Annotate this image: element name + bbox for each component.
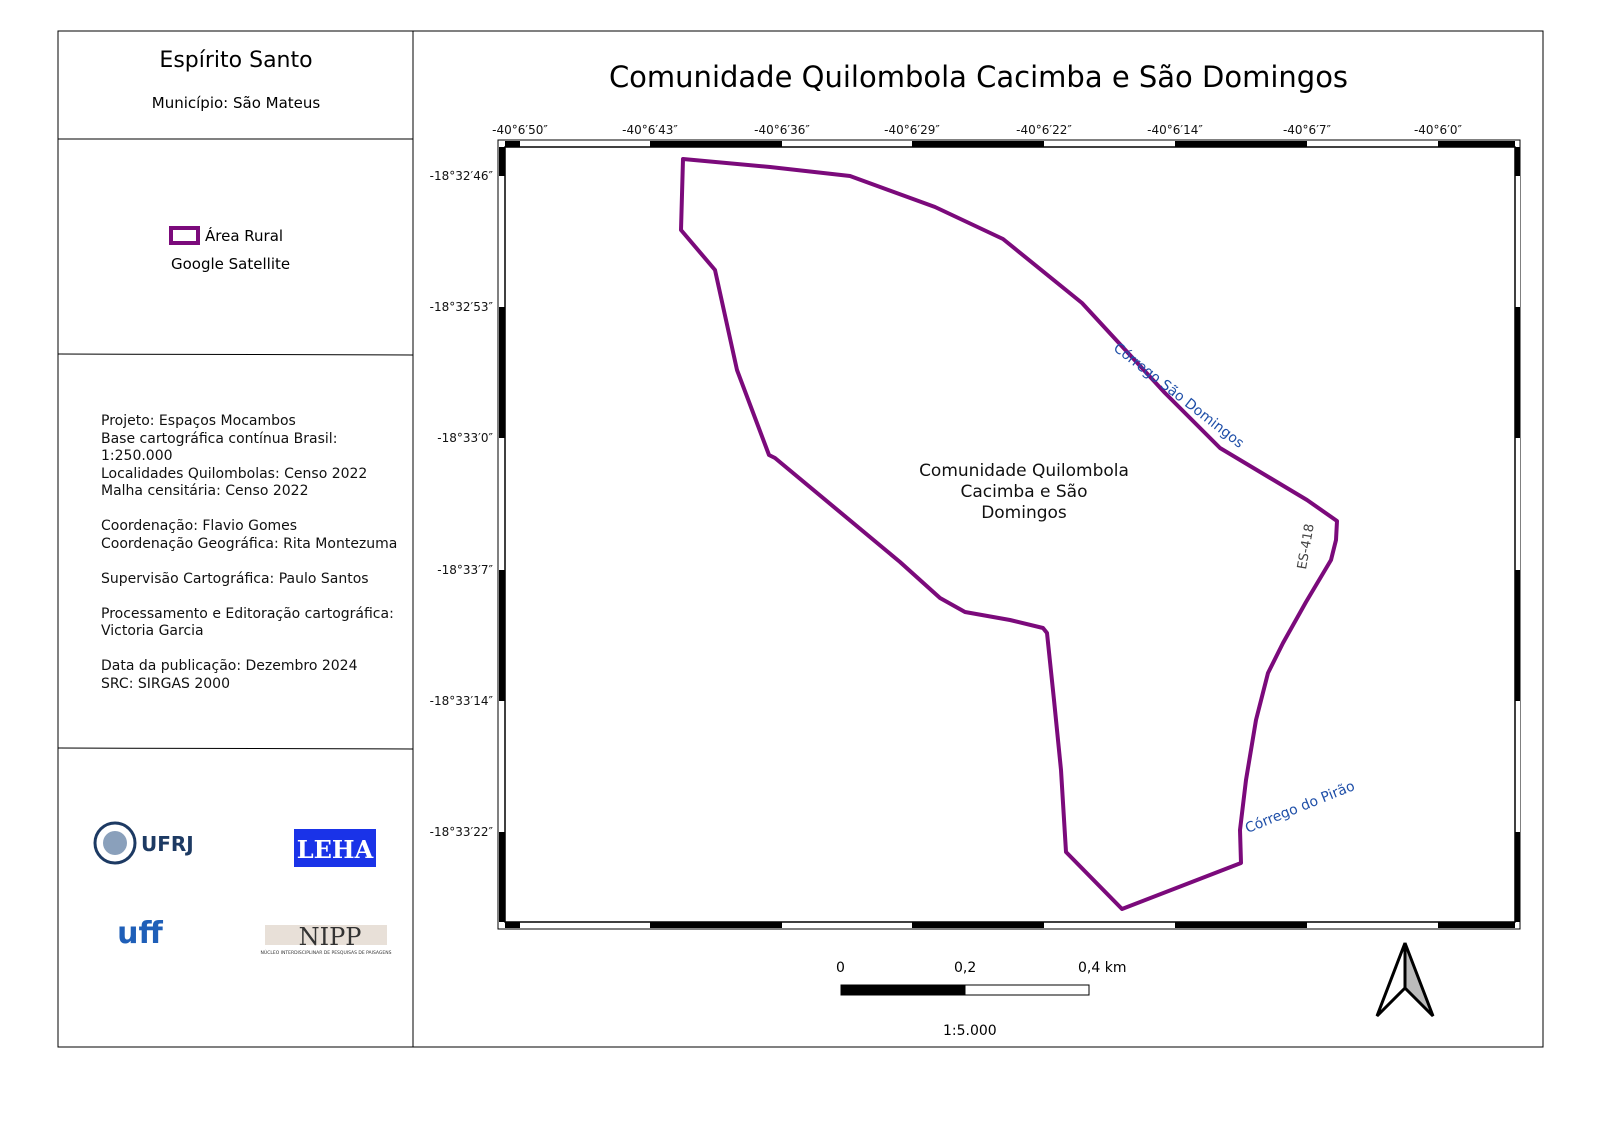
frame-segment	[912, 141, 1044, 147]
frame-segment	[782, 922, 912, 928]
credit-line	[101, 501, 397, 519]
svg-text:LEHA: LEHA	[297, 835, 374, 864]
credit-line: Base cartográfica contínua Brasil:	[101, 430, 338, 447]
area-label: Comunidade Quilombola Cacimba e São Domi…	[894, 461, 1154, 524]
legend-item-rural-area: Área Rural	[205, 227, 284, 245]
legend-swatch	[169, 226, 200, 245]
frame-segment	[499, 438, 505, 570]
frame-segment	[1515, 438, 1520, 570]
credit-line: Coordenação: Flavio Gomes	[101, 518, 298, 534]
nipp-logo: NIPP NÚCLEO INTERDISCIPLINAR DE PESQUISA…	[261, 923, 392, 956]
north-arrow-icon	[1375, 942, 1435, 1018]
frame-segment	[1515, 176, 1520, 307]
latitude-label: -18°33′0″	[437, 431, 493, 445]
frame-segment	[650, 141, 782, 147]
scalebar-black	[840, 984, 966, 996]
credit-line	[101, 588, 397, 606]
area-label-line: Cacimba e São	[960, 482, 1088, 502]
frame-segment	[1515, 147, 1520, 176]
area-label-line: Domingos	[981, 503, 1067, 523]
frame-segment	[1438, 141, 1515, 147]
credit-line: Victoria Garcia	[101, 623, 204, 639]
frame-segment	[1175, 141, 1307, 147]
longitude-label: -40°6′14″	[1147, 123, 1203, 137]
frame-segment	[499, 832, 505, 922]
credit-line	[101, 641, 397, 659]
credit-line: Processamento e Editoração cartográfica:	[101, 605, 394, 622]
frame-segment	[499, 307, 505, 438]
legend-basemap: Google Satellite	[171, 255, 291, 273]
page-frame	[57, 30, 1544, 1048]
longitude-label: -40°6′50″	[492, 123, 548, 137]
frame-segment	[1438, 922, 1515, 928]
divider	[57, 353, 414, 356]
map-inner	[504, 146, 1516, 923]
frame-segment	[1515, 570, 1520, 701]
svg-text:UFRJ: UFRJ	[141, 832, 194, 856]
frame-segment	[520, 141, 650, 147]
credit-line: SRC: SIRGAS 2000	[101, 675, 230, 692]
scale-label-1: 0,2	[954, 960, 977, 976]
longitude-label: -40°6′0″	[1413, 123, 1463, 137]
credit-line	[101, 553, 397, 571]
latitude-label: -18°33′22″	[429, 825, 493, 839]
frame-segment	[499, 147, 505, 176]
longitude-label: -40°6′43″	[622, 123, 678, 137]
frame-segment	[505, 141, 520, 147]
frame-segment	[1307, 922, 1438, 928]
scale-ratio: 1:5.000	[943, 1023, 997, 1039]
credit-line: 1:250.000	[101, 448, 173, 464]
frame-segment	[499, 570, 505, 701]
frame-segment	[1515, 307, 1520, 438]
latitude-label: -18°32′53″	[429, 300, 493, 314]
svg-text:NIPP: NIPP	[299, 923, 362, 951]
scale-label-0: 0	[836, 960, 845, 976]
divider	[57, 747, 414, 750]
municipality: Município: São Mateus	[151, 94, 321, 112]
longitude-label: -40°6′7″	[1282, 123, 1332, 137]
frame-segment	[505, 922, 520, 928]
latitude-label: -18°32′46″	[429, 169, 493, 183]
map-title: Comunidade Quilombola Cacimba e São Domi…	[608, 60, 1349, 94]
longitude-label: -40°6′29″	[884, 123, 940, 137]
credit-line: Supervisão Cartográfica: Paulo Santos	[101, 570, 369, 587]
rural-area-boundary	[679, 157, 1339, 911]
frame-ticks	[499, 141, 1520, 928]
leha-logo: LEHA	[294, 829, 376, 867]
frame-segment	[912, 922, 1044, 928]
state-title: Espírito Santo	[159, 48, 313, 73]
frame-segment	[1044, 141, 1175, 147]
credit-line: Malha censitária: Censo 2022	[101, 483, 309, 499]
frame-segment	[1515, 832, 1520, 922]
frame-segment	[1307, 141, 1438, 147]
latitude-label: -18°33′7″	[437, 563, 493, 577]
ufrj-logo: UFRJ	[93, 821, 194, 865]
frame-segment	[520, 922, 650, 928]
frame-segment	[1175, 922, 1307, 928]
frame-segment	[499, 701, 505, 832]
frame-segment	[499, 176, 505, 307]
longitude-label: -40°6′22″	[1016, 123, 1072, 137]
svg-text:NÚCLEO INTERDISCIPLINAR DE PES: NÚCLEO INTERDISCIPLINAR DE PESQUISAS DE …	[261, 949, 392, 956]
scalebar-white	[964, 984, 1090, 996]
frame-segment	[650, 922, 782, 928]
frame-segment	[1044, 922, 1175, 928]
credit-line: Projeto: Espaços Mocambos	[101, 413, 296, 429]
frame-segment	[1515, 701, 1520, 832]
area-label-line: Comunidade Quilombola	[919, 461, 1129, 481]
credit-line: Coordenação Geográfica: Rita Montezuma	[101, 535, 398, 552]
longitude-label: -40°6′36″	[754, 123, 810, 137]
latitude-label: -18°33′14″	[429, 694, 493, 708]
scale-label-2: 0,4 km	[1078, 960, 1127, 976]
frame-segment	[782, 141, 912, 147]
credit-line: Data da publicação: Dezembro 2024	[101, 658, 358, 674]
credit-line: Localidades Quilombolas: Censo 2022	[101, 465, 368, 482]
uff-logo: uff	[117, 916, 163, 951]
